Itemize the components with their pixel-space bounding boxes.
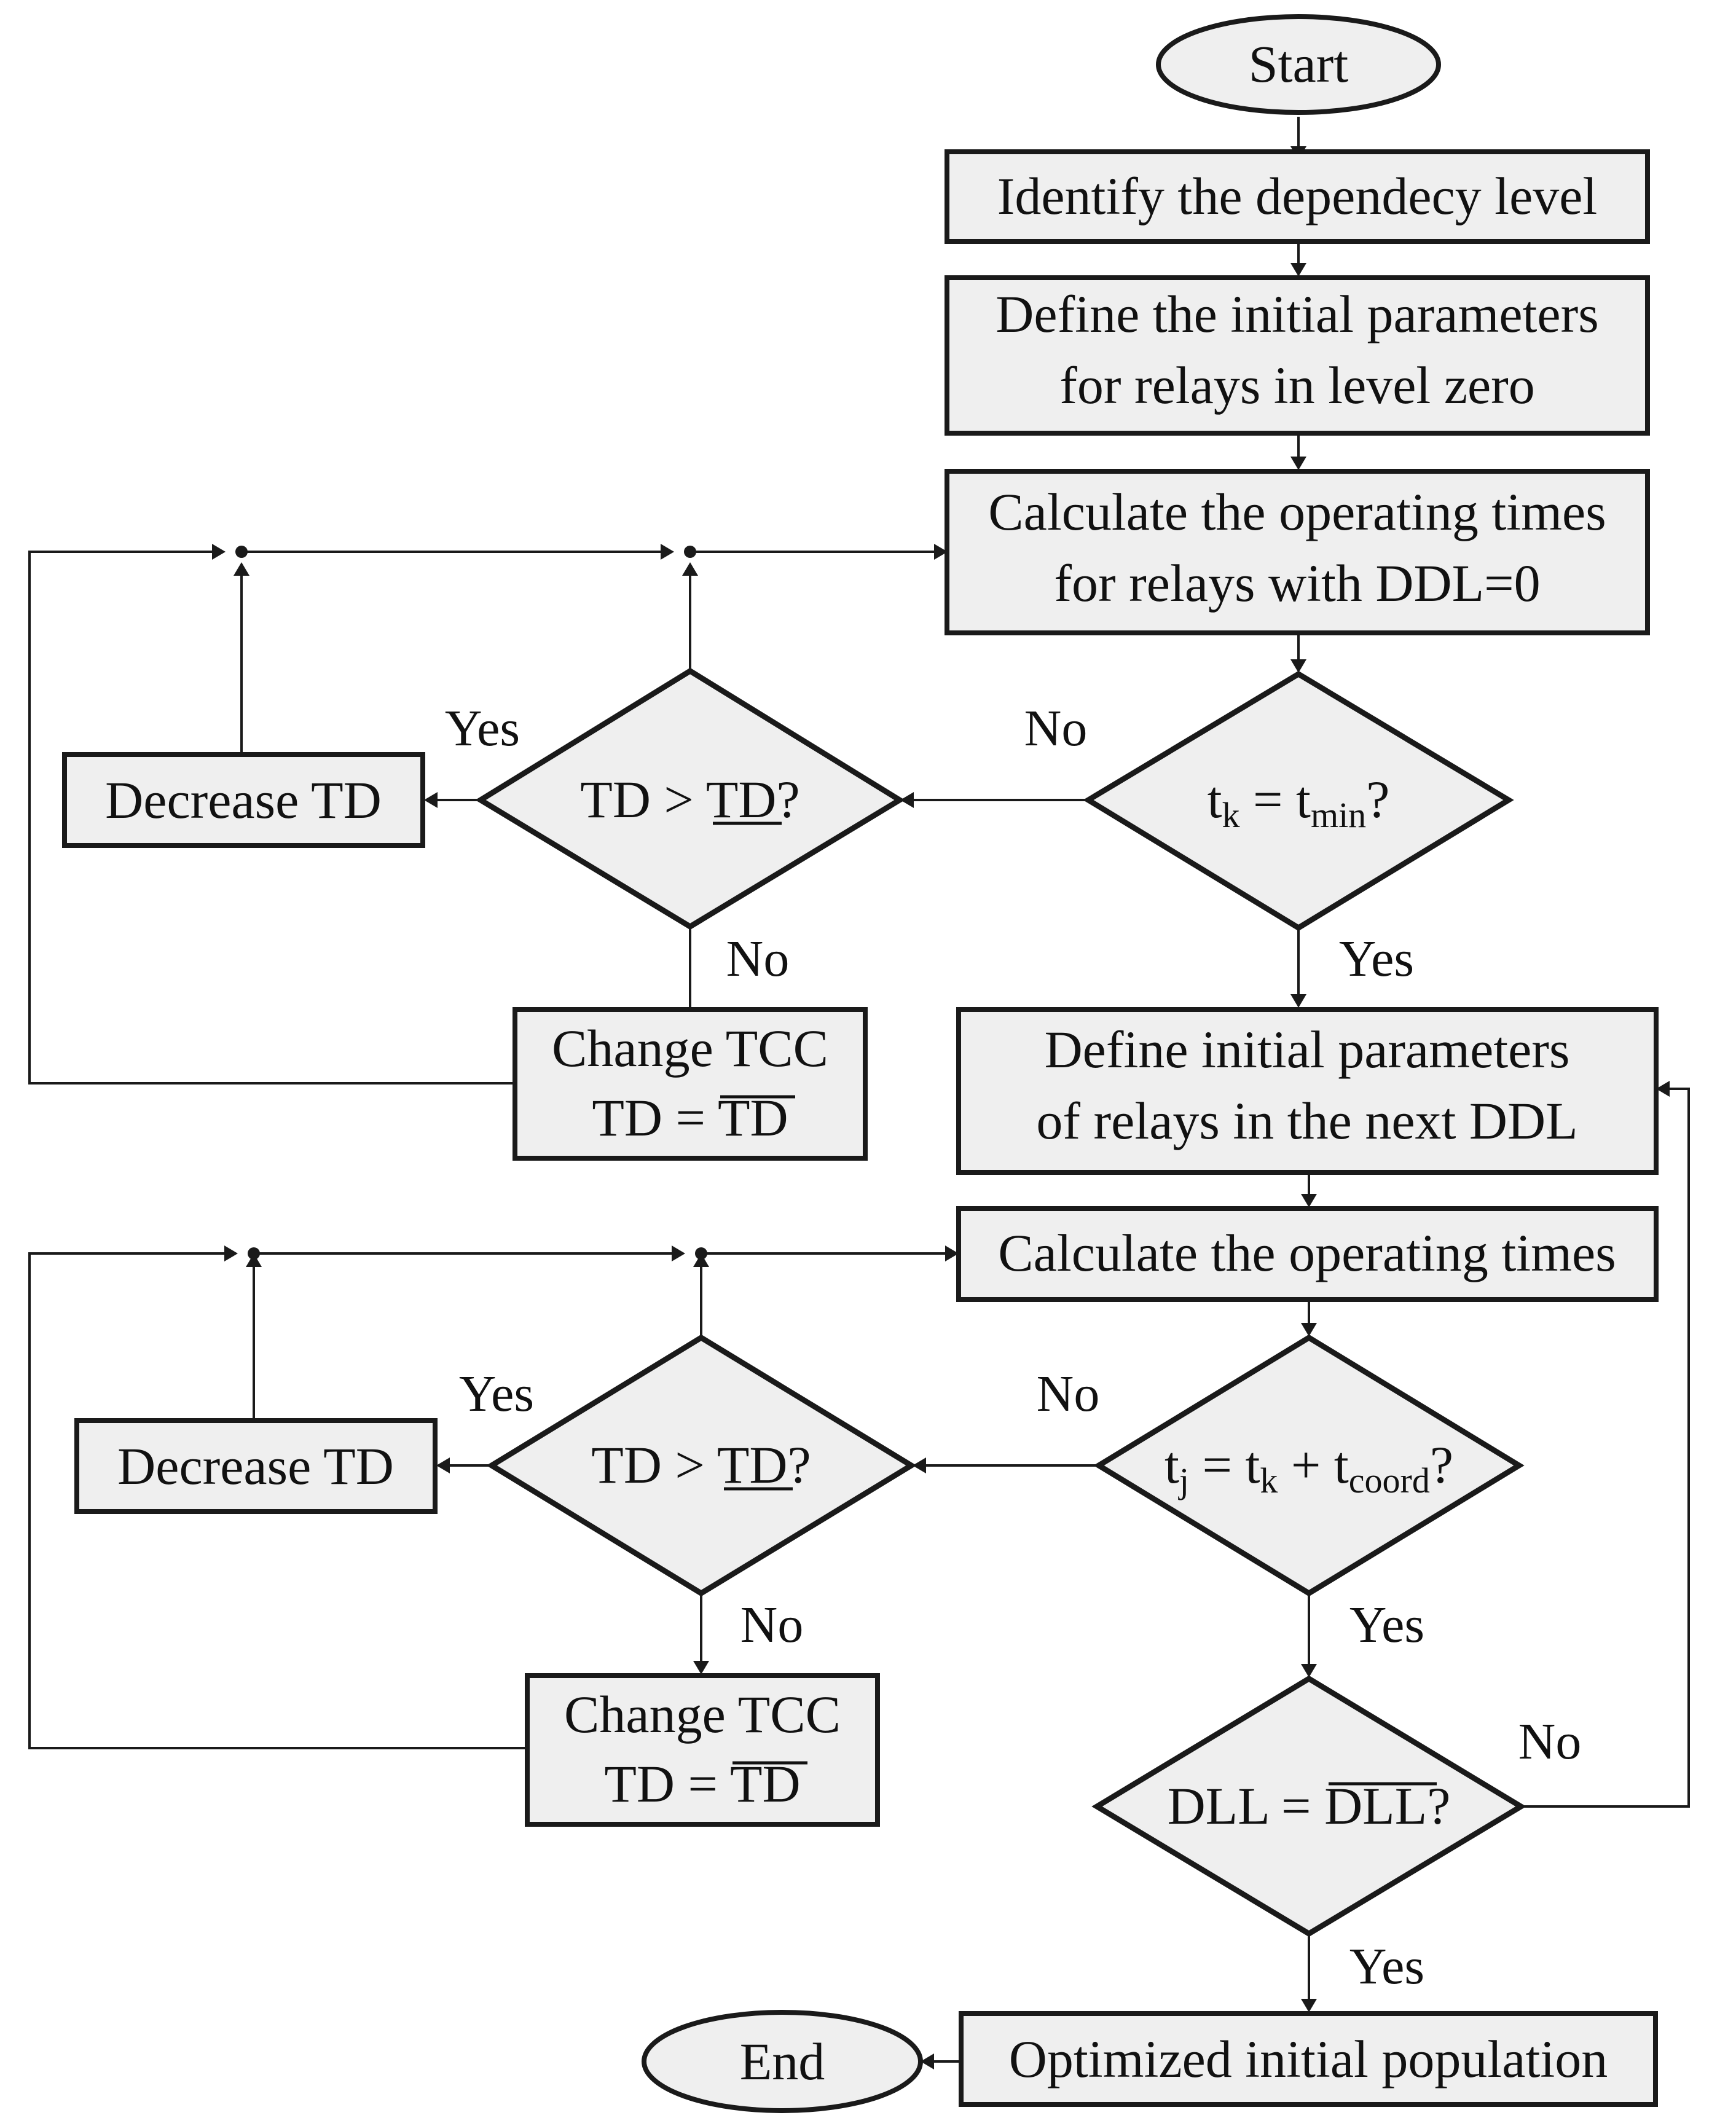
label-yes-td-bottom: Yes	[459, 1365, 534, 1422]
arrowhead	[672, 1245, 685, 1261]
calc-ddl0-line2: for relays with DDL=0	[1054, 554, 1540, 613]
dll-condition: DLL = DLL?	[1168, 1776, 1451, 1835]
arrowhead	[424, 792, 438, 808]
calc-times-step: Calculate the operating times	[956, 1206, 1659, 1302]
label-no-tk: No	[1024, 700, 1088, 757]
arrowhead	[693, 1661, 709, 1674]
calc-ddl0-step: Calculate the operating times for relays…	[945, 469, 1650, 635]
end-label: End	[740, 2032, 825, 2091]
junction-dot	[248, 1247, 260, 1260]
label-yes-tk: Yes	[1339, 930, 1414, 987]
line-change-bottom-loop	[28, 1252, 527, 1749]
arrowhead	[913, 1457, 926, 1473]
arrowhead	[934, 544, 948, 560]
decrease-td-top: Decrease TD	[62, 752, 425, 848]
decrease-td-top-label: Decrease TD	[105, 771, 382, 830]
decrease-td-bottom-label: Decrease TD	[117, 1437, 394, 1496]
branch-labels: Yes No No Yes Yes No No Yes No Yes	[445, 700, 1581, 1995]
arrowhead	[1301, 1323, 1317, 1336]
arrowhead	[224, 1245, 238, 1261]
start-terminal: Start	[1156, 14, 1441, 115]
arrowhead	[682, 562, 698, 576]
td-bottom-condition: TD > TD?	[591, 1435, 811, 1494]
tj-decision: tj = tk + tcoord?	[1093, 1334, 1525, 1597]
arrowhead	[1301, 1664, 1317, 1677]
arrowhead	[212, 544, 226, 560]
calc-times-label: Calculate the operating times	[998, 1223, 1616, 1282]
arrowhead	[234, 562, 249, 576]
connectors	[28, 117, 1690, 2069]
label-yes-tj: Yes	[1349, 1596, 1424, 1653]
junction-dot	[695, 1247, 707, 1260]
arrowhead	[661, 544, 674, 560]
change-tcc-bottom-line1: Change TCC	[564, 1685, 841, 1744]
td-bottom-decision: TD > TD?	[486, 1334, 917, 1597]
arrowhead	[436, 1457, 450, 1473]
arrowhead	[1290, 659, 1306, 673]
label-yes-td-top: Yes	[445, 700, 520, 757]
tj-condition: tj = tk + tcoord?	[1165, 1435, 1453, 1500]
label-no-tj: No	[1037, 1365, 1100, 1422]
line-dll-no-loop	[1523, 1088, 1690, 1808]
tk-decision: tk = tmin?	[1083, 670, 1514, 932]
junction-dot	[235, 546, 248, 558]
arrowhead	[1656, 1081, 1670, 1097]
define-initial-line2: for relays in level zero	[1059, 356, 1535, 415]
arrowhead	[1290, 263, 1306, 277]
decrease-td-bottom: Decrease TD	[74, 1418, 438, 1514]
change-tcc-top-line1: Change TCC	[552, 1019, 828, 1078]
define-initial-step: Define the initial parameters for relays…	[945, 275, 1650, 436]
arrowhead	[900, 792, 914, 808]
td-top-decision: TD > TD?	[475, 667, 905, 930]
end-terminal: End	[642, 2010, 923, 2113]
change-tcc-bottom: Change TCC TD = TD	[525, 1673, 880, 1827]
define-next-step: Define initial parameters of relays in t…	[956, 1007, 1659, 1175]
optimized-label: Optimized initial population	[1009, 2030, 1608, 2089]
define-next-line1: Define initial parameters	[1045, 1020, 1570, 1079]
arrowhead	[945, 1245, 959, 1261]
label-no-dll: No	[1518, 1713, 1582, 1770]
junction-dot	[684, 546, 696, 558]
define-next-line2: of relays in the next DDL	[1036, 1091, 1577, 1150]
define-initial-line1: Define the initial parameters	[996, 284, 1598, 343]
arrowhead	[921, 2053, 934, 2069]
label-no-td-top: No	[726, 930, 790, 987]
arrowhead	[246, 1253, 262, 1267]
optimized-step: Optimized initial population	[959, 2011, 1658, 2107]
label-no-td-bottom: No	[740, 1596, 804, 1653]
arrowhead	[1301, 1999, 1317, 2012]
calc-ddl0-line1: Calculate the operating times	[988, 482, 1606, 541]
start-label: Start	[1249, 34, 1349, 93]
arrowhead	[1290, 994, 1306, 1008]
arrowhead	[1290, 457, 1306, 470]
dll-decision: DLL = DLL?	[1091, 1675, 1526, 1937]
tk-condition: tk = tmin?	[1208, 770, 1390, 835]
td-top-condition: TD > TD?	[580, 770, 799, 829]
line-change-top-loop	[28, 551, 515, 1084]
change-tcc-top: Change TCC TD = TD	[513, 1007, 868, 1161]
label-yes-dll: Yes	[1349, 1938, 1424, 1995]
arrowhead	[1301, 1194, 1317, 1207]
identify-step: Identify the dependecy level	[945, 149, 1650, 244]
arrowhead	[693, 1253, 709, 1267]
identify-label: Identify the dependecy level	[997, 167, 1598, 226]
